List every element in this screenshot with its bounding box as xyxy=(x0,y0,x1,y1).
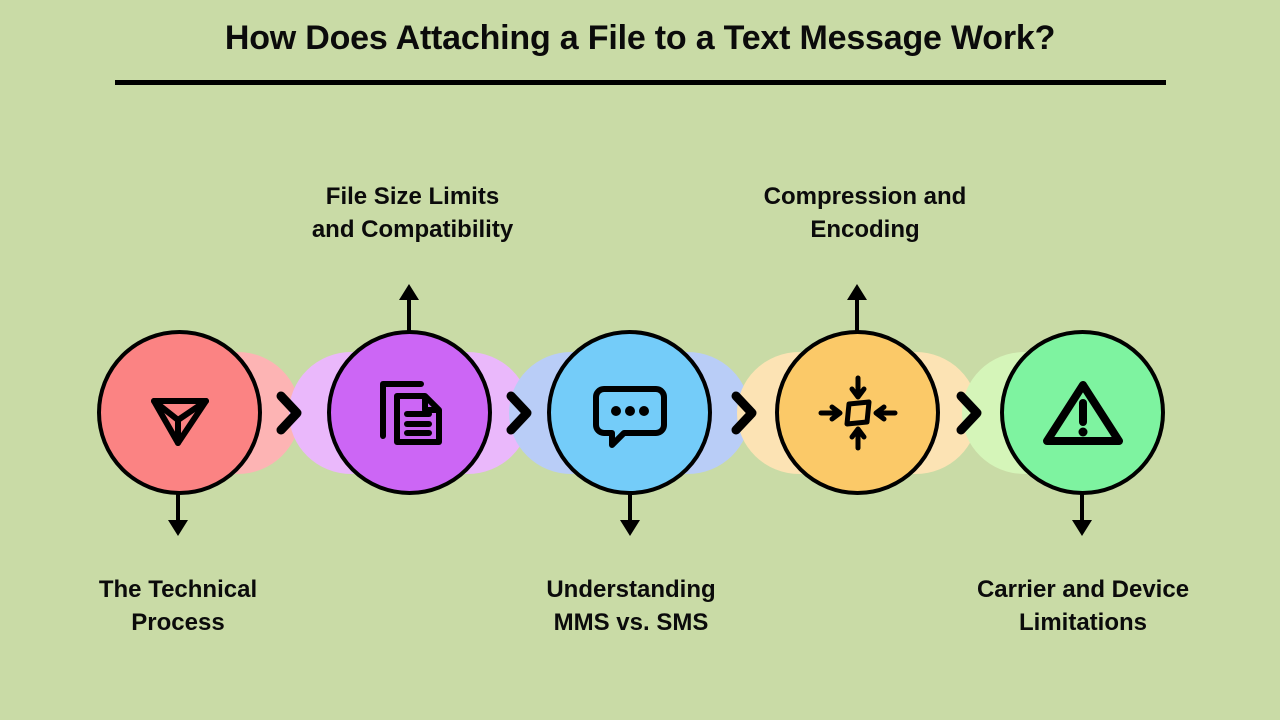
step-3-circle[interactable] xyxy=(547,330,712,495)
chat-bubble-dots-icon xyxy=(590,375,670,451)
warning-triangle-icon xyxy=(1042,377,1123,449)
flow-separator-3 xyxy=(727,388,761,438)
flow-separator-4 xyxy=(952,388,986,438)
send-plane-icon xyxy=(142,375,218,451)
flow-separator-2 xyxy=(502,388,536,438)
step-5-label: Carrier and Device Limitations xyxy=(976,576,1190,637)
title-block: How Does Attaching a File to a Text Mess… xyxy=(0,18,1280,58)
step-5-circle[interactable] xyxy=(1000,330,1165,495)
step-1-label: The Technical Process xyxy=(98,576,258,637)
compress-arrows-icon xyxy=(817,374,899,452)
step-3-label: Understanding MMS vs. SMS xyxy=(546,576,716,637)
documents-copy-icon xyxy=(371,374,449,452)
flow-step-1[interactable] xyxy=(97,330,300,495)
page-title: How Does Attaching a File to a Text Mess… xyxy=(224,19,1056,57)
step-2-circle[interactable] xyxy=(327,330,492,495)
process-flow xyxy=(0,330,1280,495)
flow-step-3[interactable] xyxy=(509,330,750,495)
flow-step-5[interactable] xyxy=(962,330,1165,495)
flow-step-4[interactable] xyxy=(737,330,978,495)
step-1-circle[interactable] xyxy=(97,330,262,495)
title-underline-rule xyxy=(115,80,1166,85)
step-4-label: Compression and Encoding xyxy=(763,183,967,244)
flow-separator-1 xyxy=(272,388,306,438)
step-2-label: File Size Limits and Compatibility xyxy=(311,183,514,244)
step-4-circle[interactable] xyxy=(775,330,940,495)
flow-step-2[interactable] xyxy=(289,330,530,495)
